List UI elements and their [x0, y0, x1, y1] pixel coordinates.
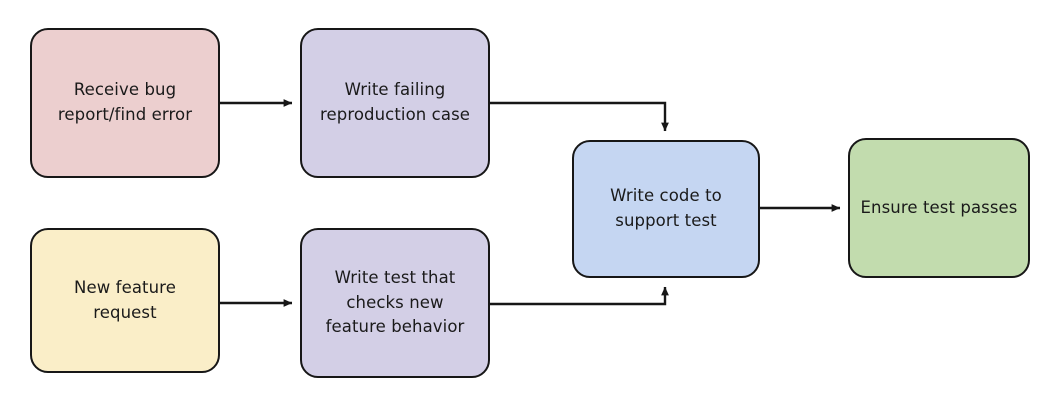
node-new-feature-request[interactable]: New feature request: [30, 228, 220, 373]
node-write-code-to-support-test[interactable]: Write code to support test: [572, 140, 760, 278]
node-receive-bug-report[interactable]: Receive bug report/find error: [30, 28, 220, 178]
node-write-test-checks-new-feature[interactable]: Write test that checks new feature behav…: [300, 228, 490, 378]
edge-reproduction-case-to-write-code: [490, 101, 669, 132]
edge-path: [490, 101, 669, 132]
node-ensure-test-passes[interactable]: Ensure test passes: [848, 138, 1030, 278]
node-write-failing-reproduction-case[interactable]: Write failing reproduction case: [300, 28, 490, 178]
edge-path: [490, 286, 669, 306]
edge-write-test-to-write-code: [490, 286, 669, 306]
